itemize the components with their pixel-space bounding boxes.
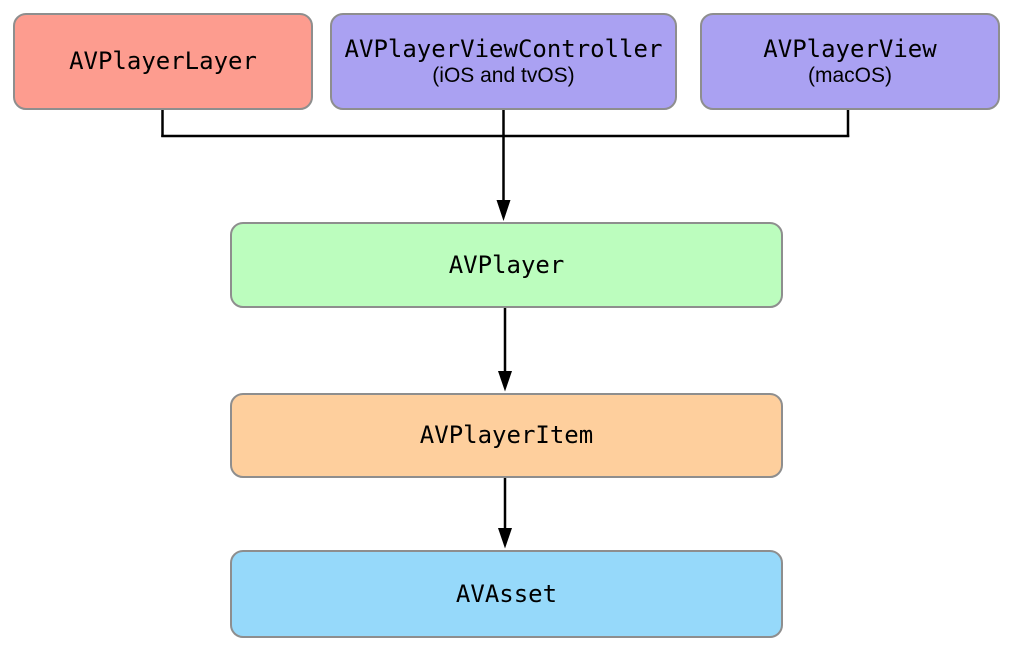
edge-avplayer-to-avplayeritem-arrowhead-icon xyxy=(498,371,512,392)
node-avplayerviewcontroller: AVPlayerViewController (iOS and tvOS) xyxy=(330,13,677,110)
edge-avplayeritem-to-avasset-arrowhead-icon xyxy=(498,528,512,549)
edge-to-avplayer-arrowhead-icon xyxy=(496,200,511,221)
node-avplayerview-label: AVPlayerView xyxy=(763,34,937,63)
node-avasset: AVAsset xyxy=(230,550,783,638)
node-avplayerview: AVPlayerView (macOS) xyxy=(700,13,1000,110)
node-avplayerlayer: AVPlayerLayer xyxy=(13,13,313,110)
node-avplayeritem-label: AVPlayerItem xyxy=(419,421,594,450)
node-avplayeritem: AVPlayerItem xyxy=(230,393,783,478)
node-avasset-label: AVAsset xyxy=(455,579,558,608)
node-avplayerviewcontroller-label: AVPlayerViewController xyxy=(344,34,663,63)
node-avplayerlayer-label: AVPlayerLayer xyxy=(69,47,257,76)
node-avplayerviewcontroller-subtitle: (iOS and tvOS) xyxy=(432,64,575,88)
node-avplayer: AVPlayer xyxy=(230,222,783,308)
node-avplayer-label: AVPlayer xyxy=(448,250,565,279)
node-avplayerview-subtitle: (macOS) xyxy=(808,64,892,88)
